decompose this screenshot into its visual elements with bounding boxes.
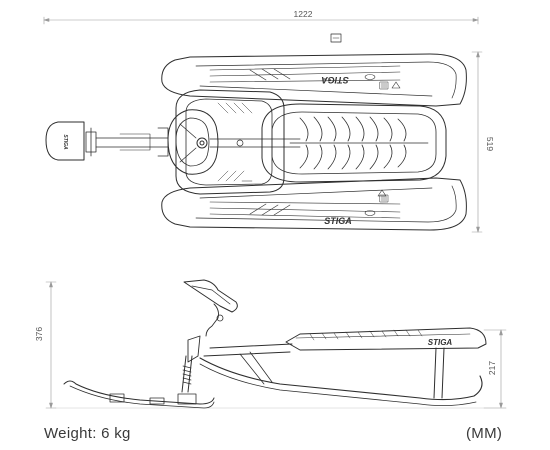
stiga-logo-bottom-ski: STIGA xyxy=(324,216,352,226)
weight-label: Weight: 6 kg xyxy=(44,425,131,442)
overall-height-label: 376 xyxy=(34,327,44,341)
side-view-height-dimension xyxy=(45,281,57,409)
warning-icon xyxy=(377,81,401,197)
stiga-logo-front-ski: STIGA xyxy=(62,134,68,150)
barcode-icon xyxy=(379,81,389,203)
side-view-seat-height-dimension xyxy=(55,329,507,409)
overall-length-label: 1222 xyxy=(294,9,313,19)
sled-top-view: STIGA STIGA xyxy=(45,33,467,231)
eye-icon xyxy=(364,74,376,216)
stiga-logo-top-ski: STIGA xyxy=(321,75,349,85)
stiga-logo-side: STIGA xyxy=(428,338,453,347)
units-label: (MM) xyxy=(466,425,503,442)
top-view-width-dimension xyxy=(471,51,483,233)
width-label: 519 xyxy=(485,137,495,151)
seat-height-label: 217 xyxy=(487,361,497,375)
top-view-length-dimension xyxy=(43,16,479,25)
sled-side-view: STIGA xyxy=(63,279,487,409)
